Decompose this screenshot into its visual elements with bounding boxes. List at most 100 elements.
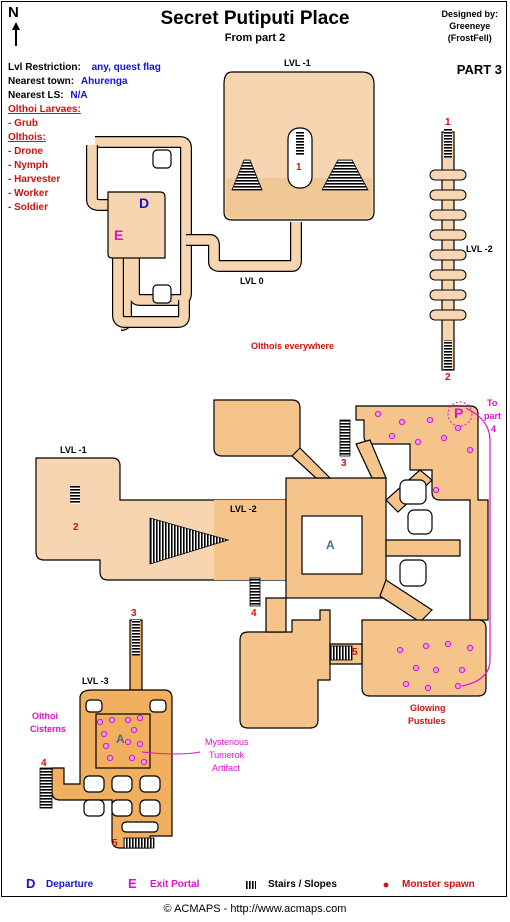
monster-spawn-point — [374, 410, 382, 418]
top-complex — [86, 71, 375, 331]
monster-spawn-point — [130, 726, 138, 734]
pustules-label-2: Pustules — [408, 716, 446, 726]
area-a-marker: A — [326, 538, 335, 552]
stair-number: 5 — [112, 838, 118, 849]
lvl-label-m1-mid: LVL -1 — [60, 445, 87, 455]
to-part-arrow-icon — [461, 407, 491, 687]
lvl-label-m1-top: LVL -1 — [284, 58, 311, 68]
page-title: Secret Putiputi Place — [160, 8, 350, 29]
stair-number: 5 — [352, 647, 358, 658]
credit-block: Designed by: Greeneye (FrostFell) — [441, 8, 498, 44]
credit-line1: Designed by: — [441, 9, 498, 19]
olthoi-item: - Worker — [8, 188, 49, 199]
lvl-value: any, quest flag — [91, 62, 161, 73]
middle-complex — [35, 399, 489, 729]
map-frame — [1, 1, 507, 897]
olthoi-item: - Nymph — [8, 160, 48, 171]
olthoi-item: - Harvester — [8, 174, 61, 185]
exit-portal-marker: E — [114, 227, 124, 243]
cisterns-label-1: Olthoi — [32, 711, 58, 721]
ls-value: N/A — [70, 90, 88, 101]
area-a-marker-lower: A — [116, 732, 125, 746]
olthoi-item: - Soldier — [8, 202, 49, 213]
legend-spawn-text: Monster spawn — [402, 879, 475, 890]
monster-spawn-point — [124, 738, 132, 746]
monster-spawn-point — [388, 432, 396, 440]
pustules-label-1: Glowing — [410, 703, 446, 713]
olthoi-item: - Drone — [8, 146, 43, 157]
artifact-label-1: Mysterious — [205, 737, 249, 747]
spine-rib — [429, 269, 467, 281]
nearest-town: Nearest town: Ahurenga — [8, 76, 128, 87]
monster-spawn-point — [432, 666, 440, 674]
lvl-label-m3: LVL -3 — [82, 676, 109, 686]
stair-number: 2 — [445, 372, 451, 383]
larvae-item: - Grub — [8, 118, 38, 129]
monster-spawn-point — [96, 718, 104, 726]
olthois-heading: Olthois: — [8, 132, 46, 143]
monster-spawn-point — [466, 644, 474, 652]
top-stair-triangles — [231, 132, 369, 191]
monster-spawn-point — [432, 486, 440, 494]
departure-marker: D — [139, 195, 150, 211]
monster-spawn-point — [444, 640, 452, 648]
monster-spawn-point — [108, 716, 116, 724]
legend-stairs-text: Stairs / Slopes — [268, 879, 337, 890]
stair-number: 1 — [296, 162, 302, 173]
legend-spawn-icon — [383, 882, 389, 888]
spine-rib — [429, 289, 467, 301]
legend-d-text: Departure — [46, 879, 94, 890]
lvl-label-m2-mid: LVL -2 — [230, 504, 257, 514]
monster-spawn-point — [106, 754, 114, 762]
nearest-ls: Nearest LS: N/A — [8, 90, 88, 101]
monster-spawn-point — [124, 716, 132, 724]
artifact-label-3: Artifact — [212, 763, 241, 773]
spine-rib — [429, 229, 467, 241]
spine-rib — [429, 209, 467, 221]
stair-number: 3 — [341, 458, 347, 469]
part-label: PART 3 — [456, 62, 502, 77]
stair-number: 4 — [251, 608, 257, 619]
artifact-label-2: Tumerok — [209, 750, 245, 760]
monster-spawn-point — [402, 680, 410, 688]
portal-ring-icon — [447, 401, 473, 427]
monster-spawn-point — [128, 754, 136, 762]
monster-spawn-point — [136, 714, 144, 722]
stair-number: 4 — [41, 758, 47, 769]
to-part-label-2: part — [484, 411, 502, 421]
spine-corridor — [429, 128, 467, 371]
monster-spawn-point — [412, 664, 420, 672]
legend-e-text: Exit Portal — [150, 879, 200, 890]
portal-marker: P — [454, 405, 464, 421]
monster-spawn-point — [140, 758, 148, 766]
artifact-pointer-icon — [141, 751, 201, 755]
cisterns-label-2: Cisterns — [30, 724, 67, 734]
larvae-heading: Olthoi Larvaes: — [8, 104, 81, 115]
spine-rib — [429, 309, 467, 321]
lvl-label: Lvl Restriction: — [8, 62, 81, 73]
stair-number: 1 — [445, 117, 451, 128]
north-arrow-icon — [12, 22, 20, 46]
monster-spawn-point — [424, 684, 432, 692]
monster-spawn-point — [454, 424, 462, 432]
monster-spawn-point — [466, 446, 474, 454]
spine-rib — [429, 189, 467, 201]
ls-label: Nearest LS: — [8, 90, 64, 101]
monster-spawns — [96, 410, 474, 766]
monster-spawn-point — [136, 740, 144, 748]
monster-spawn-point — [102, 742, 110, 750]
monster-spawn-point — [454, 682, 462, 690]
lvl-label-m2-right: LVL -2 — [466, 244, 493, 254]
monster-spawn-point — [426, 416, 434, 424]
lvl-label-0: LVL 0 — [240, 276, 264, 286]
legend-e-letter: E — [128, 876, 137, 891]
town-value: Ahurenga — [80, 76, 128, 87]
cistern-complex — [39, 619, 173, 849]
footer-credit: © ACMAPS - http://www.acmaps.com — [163, 903, 347, 915]
to-part-label: To — [487, 398, 498, 408]
spine-rib — [429, 169, 467, 181]
monster-spawn-point — [458, 666, 466, 674]
legend-stairs-icon — [246, 881, 256, 889]
olthois-everywhere-label: Olthois everywhere — [251, 341, 335, 351]
stair-number: 3 — [131, 608, 137, 619]
